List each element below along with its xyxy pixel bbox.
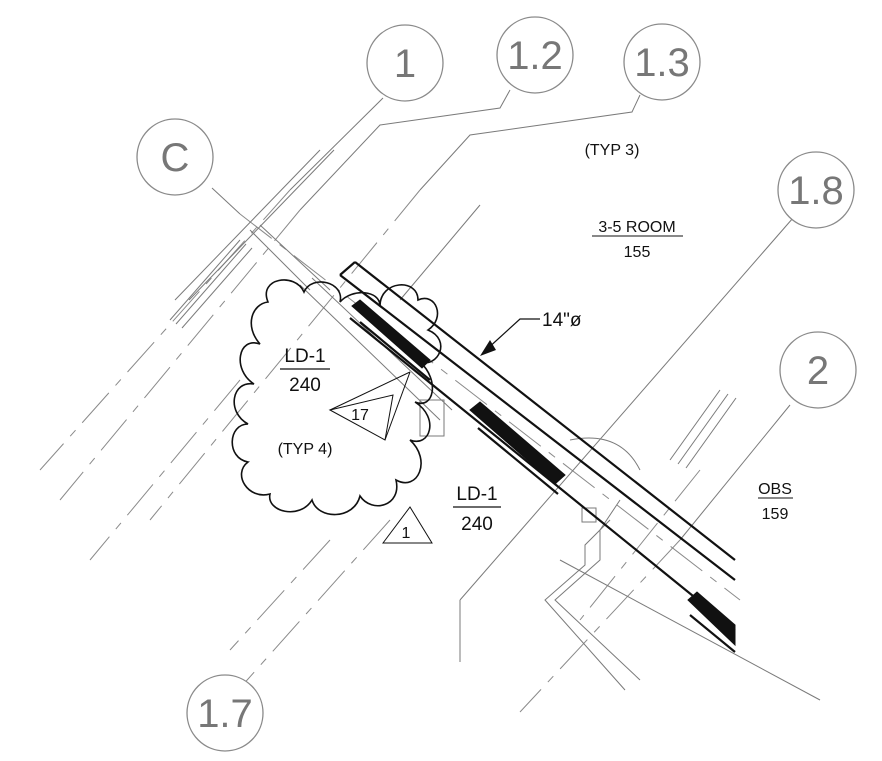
bg-line-a bbox=[89, 379, 241, 561]
grid-bubble-label: 1.2 bbox=[507, 34, 563, 78]
door-swing bbox=[569, 437, 641, 471]
grid-line-1-2-dashed bbox=[59, 209, 301, 501]
new-wall bbox=[339, 261, 736, 653]
note-typ-4: (TYP 4) bbox=[278, 441, 333, 458]
room-name: OBS bbox=[758, 481, 792, 498]
pipe-callout: 14"ø bbox=[480, 310, 582, 356]
window-line bbox=[685, 397, 737, 469]
grid-bubble-1-7: 1.7 bbox=[186, 674, 264, 752]
room-tag-159: OBS 159 bbox=[758, 481, 793, 523]
revision-delta: 1 bbox=[382, 506, 433, 544]
keynote-tag: 17 bbox=[328, 371, 411, 441]
grid-bubble-circle bbox=[366, 24, 444, 102]
bg-line-e bbox=[559, 559, 821, 701]
pipe-leader bbox=[485, 318, 540, 351]
bg-line-c bbox=[399, 204, 481, 301]
grid-line-1-dashed bbox=[39, 189, 291, 471]
bg-line-d bbox=[579, 469, 701, 621]
window-line bbox=[669, 389, 721, 461]
window-line bbox=[181, 247, 253, 329]
room-number: 159 bbox=[762, 506, 789, 523]
wall-line bbox=[249, 229, 311, 291]
room-tag-155: 3-5 ROOM 155 bbox=[592, 219, 683, 261]
keynote-number: 17 bbox=[351, 407, 369, 424]
wall-edge-bottom bbox=[349, 317, 736, 631]
window-line bbox=[677, 393, 729, 465]
grid-line-2 bbox=[679, 404, 791, 541]
grid-line-c bbox=[211, 187, 241, 215]
revision-cloud bbox=[231, 279, 442, 516]
wall-edge-top bbox=[339, 274, 736, 581]
grid-bubble-label: 1.7 bbox=[197, 692, 253, 736]
grid-bubble-label: 1.3 bbox=[634, 41, 690, 85]
grid-bubble-label: C bbox=[161, 136, 190, 180]
detail-reference-1: LD-1 240 bbox=[280, 346, 330, 396]
grid-bubble-circle bbox=[777, 151, 855, 229]
grid-line-1-8 bbox=[459, 217, 794, 601]
grid-line-2-dashed bbox=[519, 539, 681, 713]
wall-inner bbox=[477, 427, 559, 495]
grid-bubble-1-3: 1.3 bbox=[623, 23, 701, 101]
bg-line-b bbox=[229, 539, 331, 651]
window-line bbox=[175, 243, 247, 325]
wall-line bbox=[544, 519, 626, 691]
grid-bubble-label: 1 bbox=[394, 42, 416, 86]
grid-bubble-1-8: 1.8 bbox=[777, 151, 855, 229]
arrowhead-icon bbox=[480, 340, 496, 356]
grid-line-1-3-dashed bbox=[149, 189, 421, 521]
grid-lines bbox=[39, 89, 821, 713]
room-number: 155 bbox=[624, 244, 651, 261]
wall-line bbox=[188, 149, 335, 301]
wall-line bbox=[299, 284, 441, 421]
grid-bubble-1-2: 1.2 bbox=[496, 16, 574, 94]
wall-jamb bbox=[419, 399, 445, 437]
grid-bubble-2: 2 bbox=[779, 331, 857, 409]
wall-end bbox=[339, 261, 356, 276]
wall-edge-top-2 bbox=[354, 261, 736, 561]
grid-line-c-dashed bbox=[239, 213, 741, 601]
pipe-size-label: 14"ø bbox=[542, 310, 582, 331]
keynote-triangle bbox=[328, 394, 394, 441]
note-typ-3: (TYP 3) bbox=[585, 142, 640, 159]
wall-line bbox=[259, 224, 331, 291]
wall-segment-fill bbox=[351, 299, 431, 369]
keynote-leader bbox=[329, 371, 411, 411]
detail-id: LD-1 bbox=[284, 346, 325, 367]
wall-inner bbox=[689, 614, 736, 653]
keynote-leader bbox=[384, 371, 411, 441]
column bbox=[581, 507, 597, 523]
grid-bubble-circle bbox=[136, 118, 214, 196]
wall-segment-fill bbox=[469, 401, 566, 485]
grid-bubble-1: 1 bbox=[366, 24, 444, 102]
detail-id: LD-1 bbox=[456, 484, 497, 505]
grid-bubble-label: 1.8 bbox=[788, 169, 844, 213]
grid-bubble-circle bbox=[186, 674, 264, 752]
revision-triangle bbox=[382, 506, 433, 544]
window-line bbox=[169, 239, 241, 321]
grid-bubble-circle bbox=[779, 331, 857, 409]
grid-bubble-circle bbox=[496, 16, 574, 94]
grid-line-1-2 bbox=[299, 89, 511, 211]
room-name: 3-5 ROOM bbox=[598, 219, 675, 236]
detail-sheet: 240 bbox=[461, 514, 493, 535]
wall-line bbox=[174, 149, 321, 301]
grid-line-1-3 bbox=[419, 94, 641, 191]
wall-inner bbox=[359, 321, 431, 381]
grid-bubble-label: 2 bbox=[807, 349, 829, 393]
revision-number: 1 bbox=[402, 525, 411, 542]
grid-line-1 bbox=[289, 97, 384, 191]
grid-line-1-7 bbox=[239, 519, 391, 689]
wall-line bbox=[554, 499, 641, 681]
detail-sheet: 240 bbox=[289, 375, 321, 396]
detail-reference-2: LD-1 240 bbox=[453, 484, 501, 535]
grid-bubble-c: C bbox=[136, 118, 214, 196]
wall-segment-fill bbox=[687, 591, 736, 647]
grid-bubble-circle bbox=[623, 23, 701, 101]
